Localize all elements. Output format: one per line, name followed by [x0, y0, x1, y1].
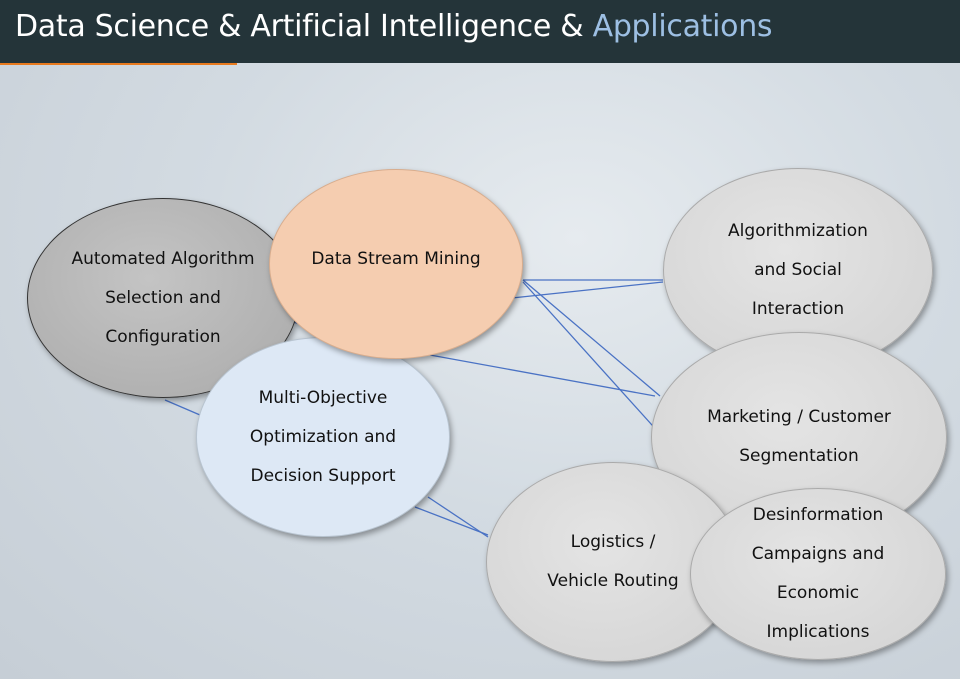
slide-title: Data Science & Artificial Intelligence &…	[15, 9, 773, 44]
title-underline	[0, 63, 237, 65]
node-logistics: Logistics / Vehicle Routing	[486, 462, 740, 662]
connector	[522, 279, 661, 397]
connector	[164, 399, 201, 416]
node-label: Multi-Objective Optimization and Decisio…	[249, 387, 397, 486]
node-label: Logistics / Vehicle Routing	[547, 532, 679, 591]
node-label: Algorithmization and Social Interaction	[728, 220, 868, 319]
connector	[414, 506, 489, 536]
connector	[511, 281, 664, 299]
node-label: Data Stream Mining	[311, 248, 481, 269]
connector	[429, 354, 656, 397]
node-multi-objective-optimization: Multi-Objective Optimization and Decisio…	[196, 337, 450, 537]
title-main: Data Science & Artificial Intelligence &	[15, 9, 593, 44]
title-accent: Applications	[592, 9, 773, 44]
node-desinformation: Desinformation Campaigns and Economic Im…	[690, 488, 946, 660]
node-label: Automated Algorithm Selection and Config…	[71, 248, 255, 347]
slide-header: Data Science & Artificial Intelligence &…	[0, 0, 960, 63]
node-label: Desinformation Campaigns and Economic Im…	[751, 505, 885, 642]
node-label: Marketing / Customer Segmentation	[707, 407, 891, 466]
node-data-stream-mining: Data Stream Mining	[269, 169, 523, 359]
connector	[427, 496, 489, 538]
